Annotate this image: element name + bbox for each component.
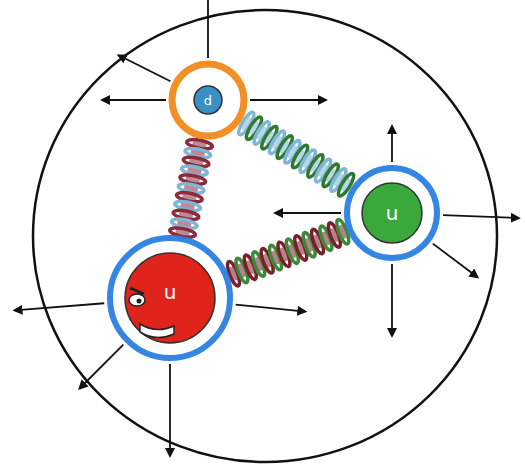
quark-node: u [104,232,236,364]
force-arrow [236,305,306,312]
gluon-spring [225,218,351,287]
gluon-spring [169,138,213,239]
force-arrow [275,212,341,214]
force-arrow [14,303,104,310]
force-arrow [391,126,393,162]
force-arrow [79,345,123,389]
force-arrows [14,0,518,456]
force-arrow [391,264,393,336]
force-arrow [102,99,166,101]
force-arrow [250,99,326,101]
quark-node: u [341,162,443,264]
force-arrow [119,55,171,81]
proton-boundary [33,10,497,462]
quark-label: u [164,282,177,302]
force-arrow [207,0,209,58]
force-arrow [433,244,478,278]
gluon-spring [236,110,356,198]
quark-node: d [165,57,251,143]
quark-label: u [386,203,399,223]
force-arrow [169,364,171,456]
quark-label: d [204,94,212,107]
force-arrow [443,215,519,218]
